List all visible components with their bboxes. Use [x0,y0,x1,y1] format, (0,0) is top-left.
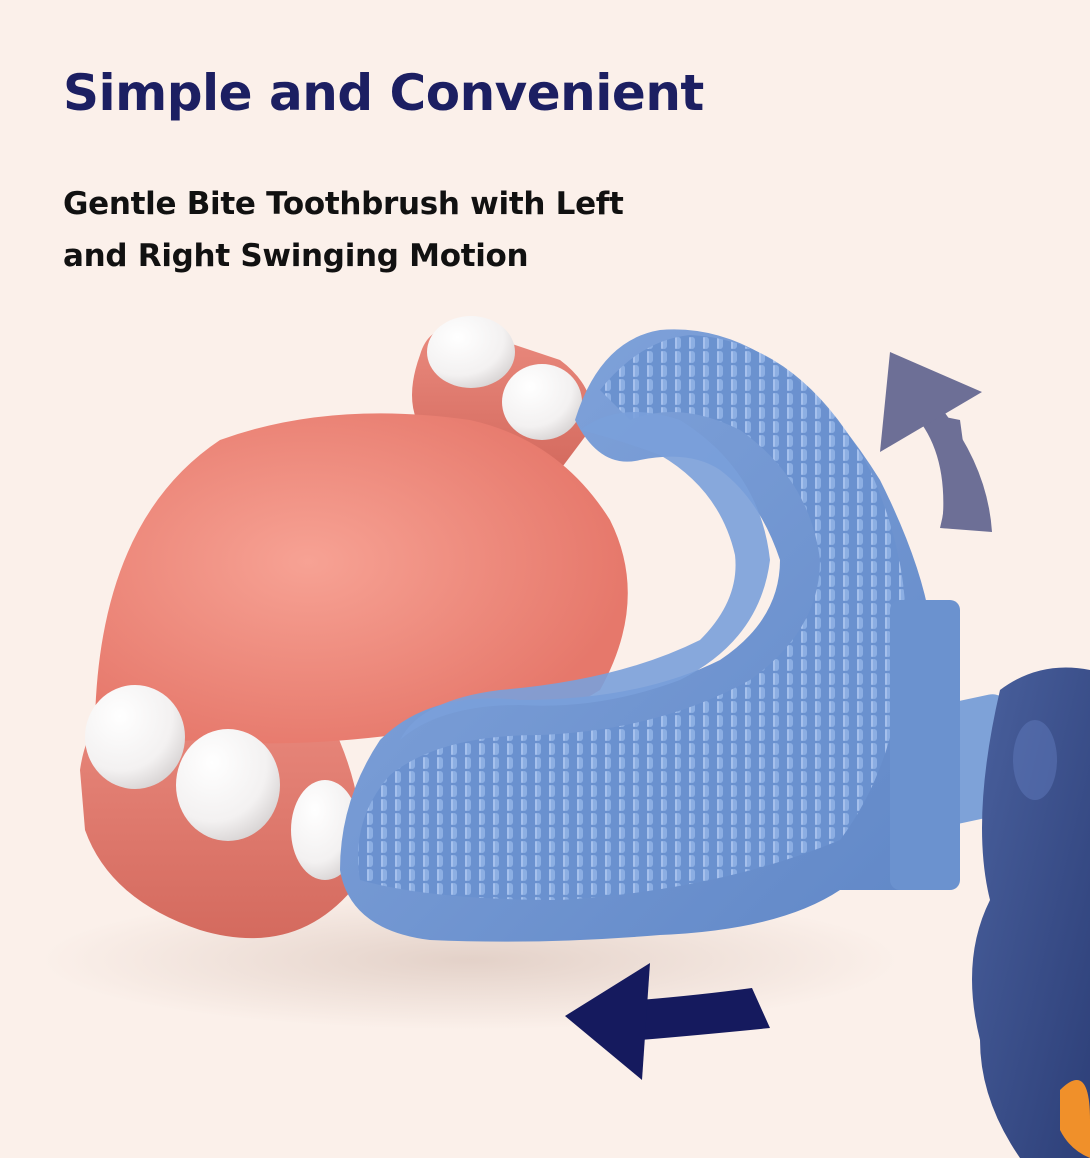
dental-model [80,316,628,939]
handle-highlight [1013,720,1057,800]
curved-arrow-up-icon [880,352,992,532]
subtitle-line-1: Gentle Bite Toothbrush with Left [63,186,624,222]
brush-inner-wall [400,412,770,740]
tongue [95,413,628,744]
page-title: Simple and Convenient [63,64,704,122]
u-brush-head [340,329,960,942]
subtitle-line-2: and Right Swinging Motion [63,238,529,274]
tooth [502,364,582,440]
curved-arrow-left-icon [565,963,770,1080]
brush-bristles-outer [358,335,906,900]
feature-subtitle: Gentle Bite Toothbrush with Left and Rig… [63,178,624,282]
handle-body [972,667,1090,1158]
tooth [427,316,515,388]
tooth [176,729,280,841]
handle-orange-tip [1060,1080,1090,1158]
brush-connector [890,600,960,890]
tooth [85,685,185,789]
